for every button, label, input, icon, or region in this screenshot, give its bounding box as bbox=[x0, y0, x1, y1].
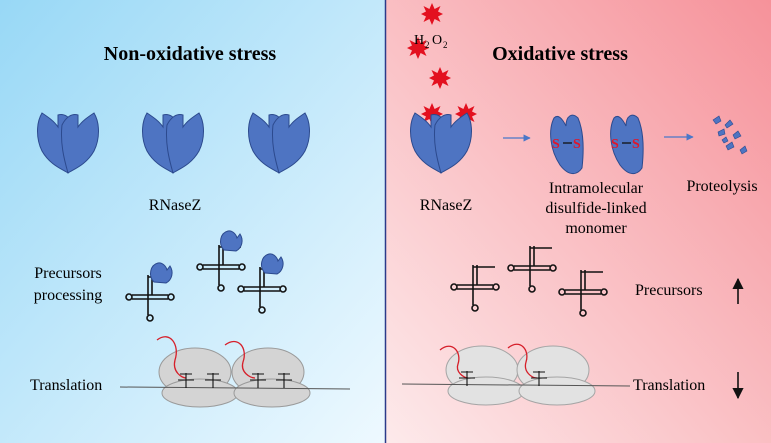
disulfide-label-line1: Intramolecular bbox=[549, 180, 644, 197]
left-rnasez-label: RNaseZ bbox=[149, 197, 201, 214]
left-panel-title: Non-oxidative stress bbox=[104, 43, 277, 65]
svg-text:H: H bbox=[414, 33, 424, 48]
precursors-processing-label-line2: processing bbox=[34, 287, 102, 304]
disulfide-label-line3: monomer bbox=[565, 220, 627, 237]
svg-text:O: O bbox=[432, 33, 442, 48]
disulfide-monomer-2 bbox=[610, 114, 644, 175]
left-translation-label: Translation bbox=[30, 377, 102, 394]
precursors-processing-label-line1: Precursors bbox=[34, 265, 102, 282]
nascent-trna-left-1 bbox=[156, 336, 187, 379]
disulfide-label-line2: disulfide-linked bbox=[545, 200, 646, 217]
ribosome-trnas-left bbox=[178, 373, 292, 388]
disulfide-monomer-1 bbox=[550, 114, 584, 175]
ribosome-pair-left bbox=[158, 347, 311, 408]
proteolysis-fragments bbox=[712, 115, 748, 155]
right-translation-label: Translation bbox=[633, 377, 705, 394]
ribosome-trnas-right bbox=[459, 371, 547, 386]
ribosome-pair-right bbox=[445, 345, 596, 406]
proteolysis-label: Proteolysis bbox=[686, 178, 757, 195]
svg-text:2: 2 bbox=[425, 40, 430, 50]
h2o2-label: H 2 O 2 bbox=[414, 33, 448, 50]
nascent-trna-left-2 bbox=[224, 340, 256, 379]
nascent-trna-right-2 bbox=[507, 343, 538, 379]
rnasez-bound-2 bbox=[220, 230, 243, 252]
mrna-strand-right bbox=[401, 383, 631, 387]
disulfide-bonds: S S S S bbox=[552, 137, 640, 152]
svg-text:S: S bbox=[632, 137, 640, 152]
rnasez-bound-3 bbox=[261, 253, 284, 275]
svg-text:S: S bbox=[552, 137, 560, 152]
right-precursors-label: Precursors bbox=[635, 282, 703, 299]
right-panel-title: Oxidative stress bbox=[492, 43, 628, 65]
nascent-trna-right-1 bbox=[439, 345, 469, 379]
svg-text:2: 2 bbox=[443, 40, 448, 50]
svg-text:S: S bbox=[573, 137, 581, 152]
mrna-strand-left bbox=[119, 386, 351, 390]
right-rnasez-label: RNaseZ bbox=[420, 197, 472, 214]
rnasez-bound-1 bbox=[150, 262, 173, 284]
svg-text:S: S bbox=[611, 137, 619, 152]
